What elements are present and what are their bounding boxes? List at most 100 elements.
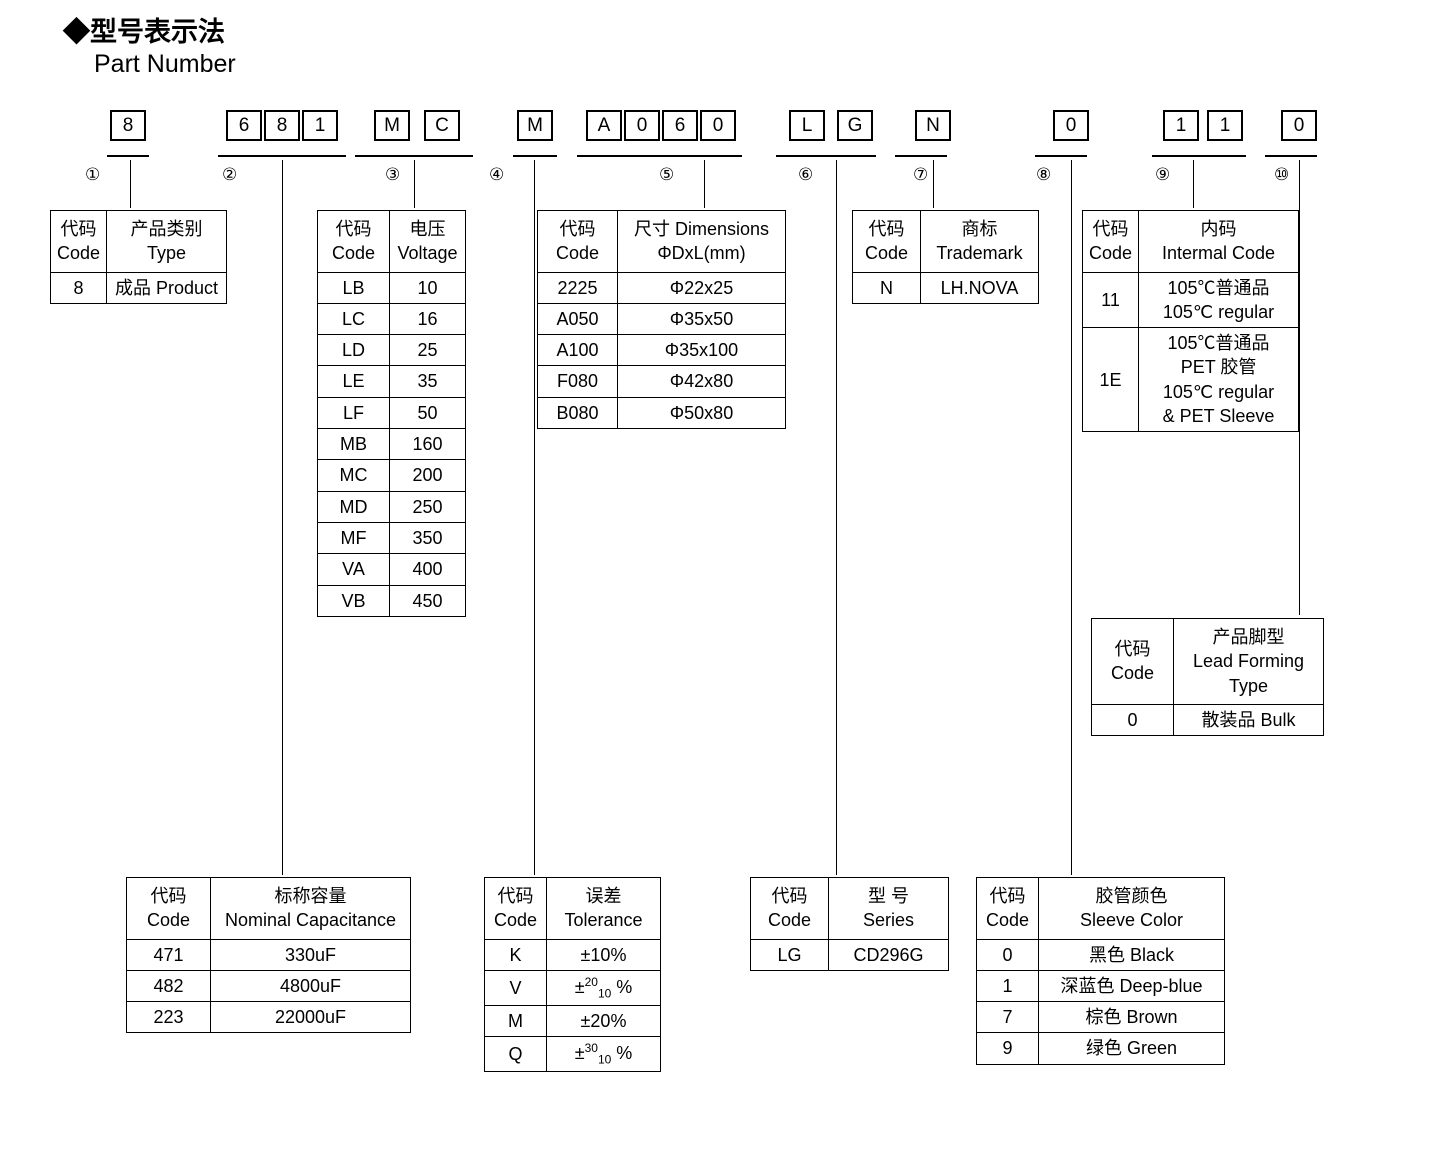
sleeve-row-code: 1 (976, 969, 1039, 1003)
dimensions-row-value: Φ42x80 (617, 365, 786, 398)
voltage-row-code: MF (317, 521, 390, 555)
trademark-value-header: 商标 Trademark (920, 210, 1039, 273)
sleeve-code-header: 代码 Code (976, 877, 1039, 940)
capacitance-row-value: 330uF (210, 938, 411, 971)
group-underline-1 (107, 155, 149, 157)
group-underline-6 (776, 155, 876, 157)
dimensions-code-header: 代码 Code (537, 210, 618, 273)
code-box-14: N (915, 110, 951, 141)
voltage-row-code: VB (317, 584, 390, 617)
lead-value-header: 产品脚型 Lead Forming Type (1173, 618, 1324, 705)
tolerance-row-value: ±2010 % (546, 969, 661, 1006)
connector-10 (1299, 160, 1300, 615)
marker-1: ① (85, 165, 101, 184)
voltage-row-value: 250 (389, 490, 466, 523)
voltage-row-code: MC (317, 459, 390, 492)
table-trademark: 代码 Code 商标 Trademark N LH.NOVA (852, 210, 1039, 304)
table-series: 代码 Code 型 号 Series LG CD296G (750, 877, 949, 971)
marker-6: ⑥ (798, 165, 814, 184)
voltage-row-code: LF (317, 396, 390, 430)
dimensions-value-header: 尺寸 Dimensions ΦDxL(mm) (617, 210, 786, 273)
trademark-code-header: 代码 Code (852, 210, 921, 273)
dimensions-row-code: 2225 (537, 271, 618, 304)
table-row: V±2010 % (484, 969, 661, 1006)
code-box-12: L (789, 110, 825, 141)
internal-row-value-1e: 105℃普通品 PET 胶管 105℃ regular & PET Sleeve (1138, 327, 1300, 433)
code-box-13: G (837, 110, 873, 141)
voltage-row-value: 400 (389, 553, 466, 586)
capacitance-row-value: 22000uF (210, 1001, 411, 1034)
group-underline-5 (577, 155, 742, 157)
code-box-5: M (374, 110, 410, 141)
connector-3 (414, 160, 415, 208)
page-title-en: Part Number (94, 50, 236, 78)
page-title-cn: ◆型号表示法 (63, 17, 225, 47)
code-box-1: 8 (110, 110, 146, 141)
voltage-code-header: 代码 Code (317, 210, 390, 273)
group-underline-10 (1265, 155, 1317, 157)
tolerance-row-code: V (484, 969, 547, 1006)
code-box-2: 6 (226, 110, 262, 141)
table-type: 代码 Code 产品类别 Type 8 成品 Product (49, 210, 228, 304)
group-underline-2 (218, 155, 346, 157)
table-row: 11 105℃普通品 105℃ regular (1081, 271, 1300, 329)
dimensions-row-value: Φ22x25 (617, 271, 786, 304)
internal-row-value-11: 105℃普通品 105℃ regular (1138, 271, 1300, 329)
marker-5: ⑤ (659, 165, 675, 184)
group-underline-8 (1035, 155, 1087, 157)
connector-6 (836, 160, 837, 875)
lead-row-code: 0 (1091, 703, 1174, 737)
code-box-3: 8 (264, 110, 300, 141)
connector-5 (704, 160, 705, 208)
tolerance-row-value: ±3010 % (546, 1035, 661, 1072)
capacitance-row-code: 482 (126, 969, 211, 1003)
connector-1 (130, 160, 131, 208)
dimensions-row-value: Φ35x100 (617, 334, 786, 367)
sleeve-row-value: 深蓝色 Deep-blue (1038, 969, 1225, 1003)
table-row: 1E 105℃普通品 PET 胶管 105℃ regular & PET Sle… (1081, 327, 1300, 433)
tolerance-row-code: Q (484, 1035, 547, 1072)
type-value-header: 产品类别 Type (106, 210, 228, 273)
code-box-16: 1 (1163, 110, 1199, 141)
type-row-code: 8 (49, 271, 108, 304)
dimensions-row-value: Φ35x50 (617, 302, 786, 336)
dimensions-row-code: A100 (537, 334, 618, 367)
marker-9: ⑨ (1155, 165, 1171, 184)
series-row-code: LG (750, 938, 829, 971)
table-row: M±20% (484, 1004, 661, 1037)
series-value-header: 型 号 Series (828, 877, 949, 940)
lead-row-value: 散装品 Bulk (1173, 703, 1324, 737)
code-box-17: 1 (1207, 110, 1243, 141)
group-underline-9 (1152, 155, 1246, 157)
capacitance-code-header: 代码 Code (126, 877, 211, 940)
sleeve-row-value: 绿色 Green (1038, 1032, 1225, 1065)
table-internal-code: 代码 Code 内码 Intermal Code 11 105℃普通品 105℃… (1081, 210, 1300, 433)
marker-7: ⑦ (913, 165, 929, 184)
voltage-value-header: 电压 Voltage (389, 210, 466, 273)
capacitance-row-code: 471 (126, 938, 211, 971)
trademark-row-code: N (852, 271, 921, 304)
type-code-header: 代码 Code (49, 210, 108, 273)
voltage-row-value: 25 (389, 334, 466, 367)
voltage-row-value: 450 (389, 584, 466, 617)
voltage-row-code: VA (317, 553, 390, 586)
sleeve-row-value: 棕色 Brown (1038, 1001, 1225, 1034)
internal-value-header: 内码 Intermal Code (1138, 210, 1300, 273)
connector-2 (282, 160, 283, 875)
voltage-row-code: LE (317, 365, 390, 398)
sleeve-row-code: 0 (976, 938, 1039, 971)
connector-9 (1193, 160, 1194, 208)
